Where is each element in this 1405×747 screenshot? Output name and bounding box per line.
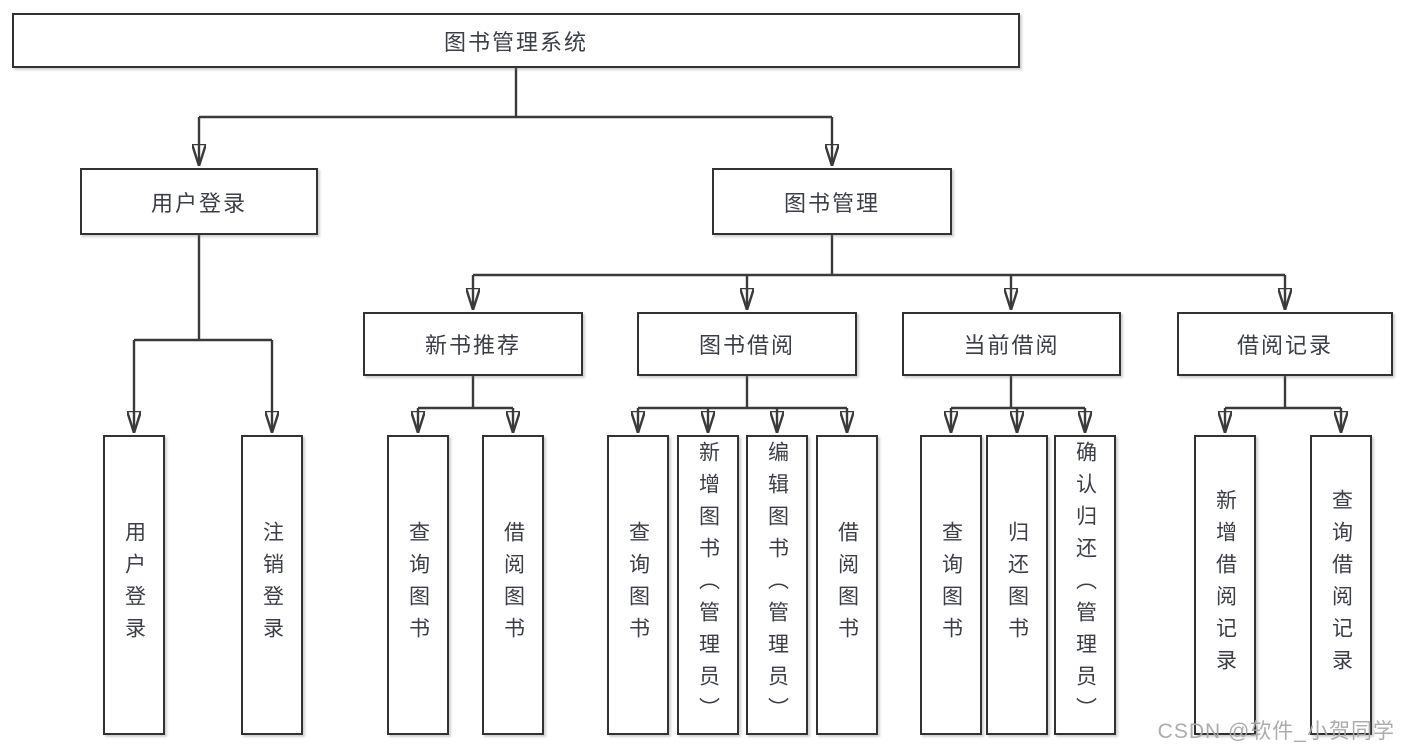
branch-node-book-management: 图书管理: [712, 168, 952, 235]
branch-node-user-login-label: 用户登录: [150, 190, 247, 216]
leaf-node-query-books-current-label: 查询图书: [939, 521, 963, 649]
root-node: 图书管理系统: [12, 13, 1020, 68]
leaf-node-add-books-admin-label: 新增图书（管理员）: [696, 441, 720, 729]
leaf-node-borrow-books-newbook: 借阅图书: [482, 435, 544, 735]
leaf-node-add-borrow-record-label: 新增借阅记录: [1213, 489, 1237, 681]
group-node-borrow-records-label: 借阅记录: [1236, 333, 1333, 358]
leaf-node-query-borrow-record: 查询借阅记录: [1310, 435, 1372, 735]
group-node-new-book-recommend-label: 新书推荐: [424, 333, 521, 358]
leaf-node-logout: 注销登录: [241, 435, 303, 735]
leaf-node-query-books-newbook: 查询图书: [387, 435, 449, 735]
leaf-node-borrow-books-borrow: 借阅图书: [816, 435, 878, 735]
leaf-node-user-login-label: 用户登录: [122, 521, 146, 649]
leaf-node-borrow-books-borrow-label: 借阅图书: [835, 521, 859, 649]
group-node-new-book-recommend: 新书推荐: [363, 312, 583, 376]
leaf-node-borrow-books-newbook-label: 借阅图书: [501, 521, 525, 649]
root-node-label: 图书管理系统: [443, 29, 588, 55]
leaf-node-return-books-label: 归还图书: [1005, 521, 1029, 649]
group-node-borrow-records: 借阅记录: [1177, 312, 1393, 376]
leaf-node-add-borrow-record: 新增借阅记录: [1194, 435, 1256, 735]
leaf-node-query-books-borrow: 查询图书: [607, 435, 669, 735]
leaf-node-query-borrow-record-label: 查询借阅记录: [1329, 489, 1353, 681]
group-node-book-borrow-label: 图书借阅: [698, 333, 795, 358]
leaf-node-edit-books-admin: 编辑图书（管理员）: [746, 435, 808, 735]
branch-node-user-login: 用户登录: [80, 168, 318, 235]
leaf-node-edit-books-admin-label: 编辑图书（管理员）: [765, 441, 789, 729]
leaf-node-confirm-return-admin-label: 确认归还（管理员）: [1073, 441, 1097, 729]
group-node-current-borrow: 当前借阅: [902, 312, 1121, 376]
leaf-node-confirm-return-admin: 确认归还（管理员）: [1054, 435, 1116, 735]
leaf-node-query-books-newbook-label: 查询图书: [406, 521, 430, 649]
group-node-book-borrow: 图书借阅: [637, 312, 857, 376]
branch-node-book-management-label: 图书管理: [783, 190, 880, 216]
leaf-node-return-books: 归还图书: [986, 435, 1048, 735]
leaf-node-user-login: 用户登录: [103, 435, 165, 735]
group-node-current-borrow-label: 当前借阅: [963, 333, 1060, 358]
leaf-node-add-books-admin: 新增图书（管理员）: [677, 435, 739, 735]
leaf-node-logout-label: 注销登录: [260, 521, 284, 649]
leaf-node-query-books-current: 查询图书: [920, 435, 982, 735]
leaf-node-query-books-borrow-label: 查询图书: [626, 521, 650, 649]
